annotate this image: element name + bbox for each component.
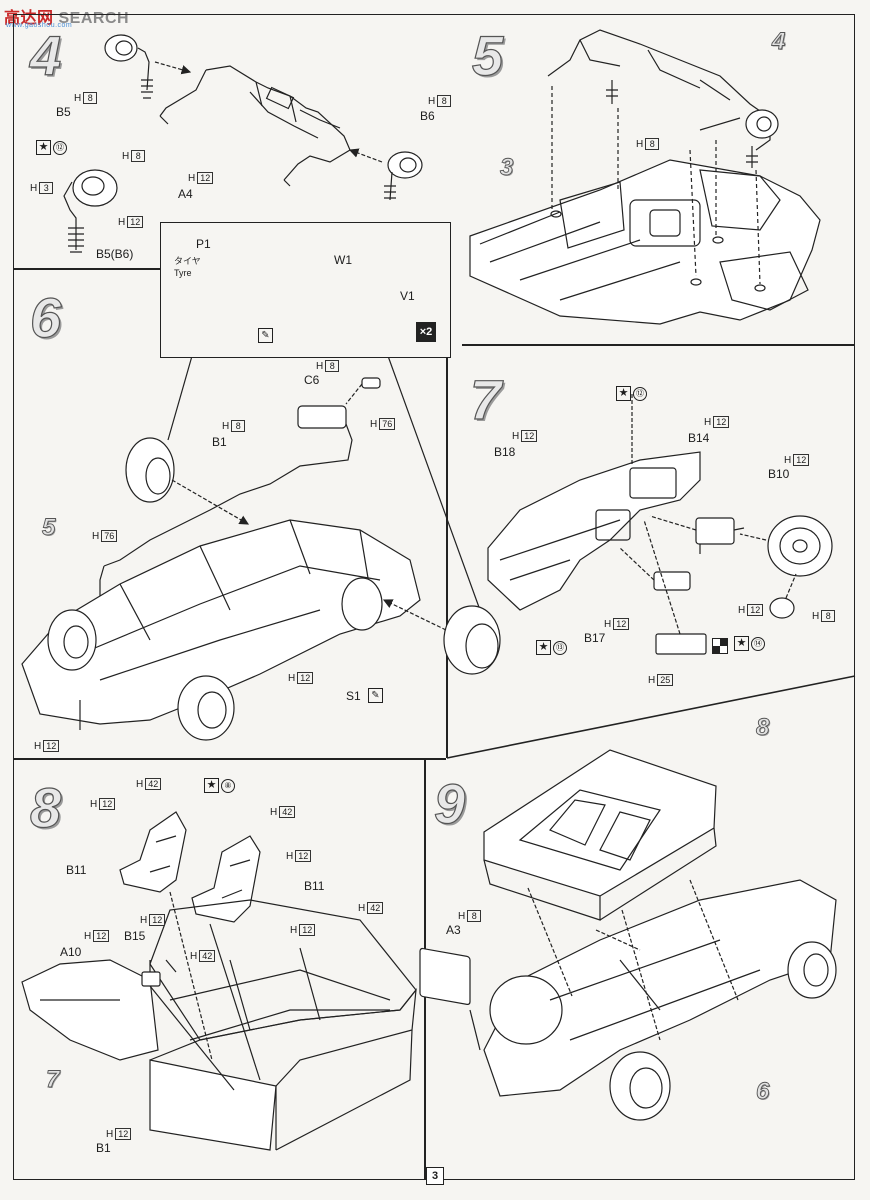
- step-number-5: 5: [471, 24, 504, 87]
- paint-star-8: ★⑧: [204, 778, 235, 793]
- tyre-label-jp: タイヤ: [174, 256, 201, 266]
- step-number-6: 6: [29, 286, 62, 349]
- tyre-callout-box: [160, 222, 451, 358]
- paint-star-12: ★⑫: [36, 140, 67, 155]
- part-label-b10: B10: [768, 467, 790, 481]
- part-label-p1: P1: [196, 237, 211, 251]
- step-number-4: 4: [29, 24, 62, 87]
- part-label-b11: B11: [66, 863, 87, 877]
- paint-star-14: ★⑭: [734, 636, 765, 651]
- part-label-b6: B6: [420, 109, 435, 123]
- ref-assembly-4: 4: [772, 28, 786, 55]
- times-two-icon: ×2: [416, 322, 436, 342]
- decal-check-icon: [712, 638, 728, 654]
- part-label-b14: B14: [688, 431, 710, 445]
- ref-assembly-6: 6: [756, 1078, 770, 1105]
- part-label-a3: A3: [446, 923, 461, 937]
- ref-assembly-3: 3: [500, 154, 514, 181]
- part-label-b1: B1: [96, 1141, 111, 1155]
- part-label-v1: V1: [400, 289, 415, 303]
- page-number: 3: [426, 1167, 444, 1185]
- part-label-b1: B1: [212, 435, 227, 449]
- ref-assembly-8: 8: [756, 714, 770, 741]
- paint-star-13: ★⑬: [536, 640, 567, 655]
- part-label-b18: B18: [494, 445, 516, 459]
- divider-step6-right: [446, 356, 448, 758]
- part-label-c6: C6: [304, 373, 320, 387]
- step4-drawing: [63, 34, 423, 253]
- cement-tool-icon: ✎: [258, 328, 273, 343]
- step-number-9: 9: [433, 772, 466, 835]
- ref-assembly-5: 5: [42, 514, 56, 541]
- part-label-b11: B11: [304, 879, 325, 893]
- step9-drawing: [419, 749, 837, 1121]
- part-label-b5: B5: [56, 105, 71, 119]
- divider-step4-bottom: [13, 268, 163, 270]
- part-label-b5-b6: B5(B6): [96, 247, 134, 261]
- step-number-7: 7: [469, 368, 502, 431]
- step7-drawing: [487, 394, 833, 655]
- step-number-8: 8: [29, 776, 62, 839]
- divider-step6-bottom: [13, 758, 446, 760]
- tyre-label-en: Tyre: [174, 268, 192, 278]
- ref-assembly-7: 7: [46, 1066, 60, 1093]
- divider-step7-diagonal: [446, 675, 856, 759]
- part-label-w1: W1: [334, 253, 352, 267]
- paint-star-12: ★⑫: [616, 386, 647, 401]
- part-label-a4: A4: [178, 187, 193, 201]
- step5-drawing: [469, 29, 821, 325]
- step8-drawing: [21, 811, 417, 1151]
- part-label-a10: A10: [60, 945, 82, 959]
- part-label-s1: S1: [346, 689, 361, 703]
- part-label-b15: B15: [124, 929, 146, 943]
- part-label-b17: B17: [584, 631, 606, 645]
- divider-step5-bottom: [462, 344, 855, 346]
- cement-tool-icon: ✎: [368, 688, 383, 703]
